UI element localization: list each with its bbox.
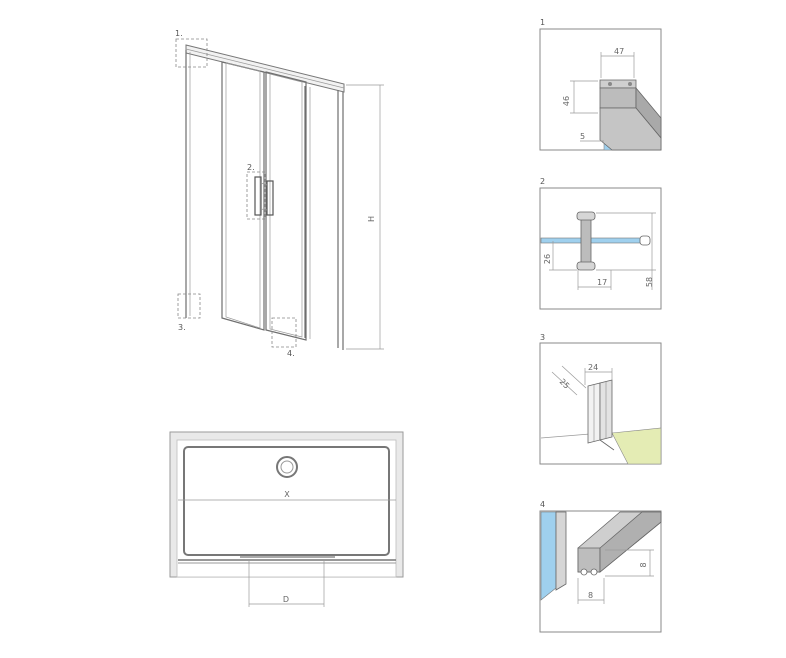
height-label: H	[367, 216, 376, 222]
detail-2-width-dim: 17	[597, 278, 607, 287]
detail-1-label: 1	[540, 18, 545, 27]
detail-2-label: 2	[540, 177, 545, 186]
callout-box-3	[177, 293, 201, 319]
glass-section	[540, 511, 557, 601]
detail-2-panel: 2 58 26 17	[539, 177, 662, 310]
callout-label-4: 4.	[287, 349, 295, 358]
shower-tray-surface	[611, 427, 662, 465]
detail-2-depth-dim: 26	[543, 254, 552, 264]
left-sliding-panel	[221, 61, 265, 331]
detail-1-thickness-dim: 5	[580, 132, 585, 141]
detail-4-width-dim: 8	[588, 591, 593, 600]
glass-section	[540, 237, 643, 244]
detail-1-panel: 1 47 46 5	[539, 18, 662, 151]
door-perspective-view: H 1. 2. 3. 4.	[175, 29, 384, 358]
callout-label-1: 1.	[175, 29, 183, 38]
plan-view: X D	[169, 431, 404, 607]
detail-1-height-dim: 46	[562, 96, 571, 106]
handle-left	[254, 176, 262, 216]
detail-1-width-dim: 47	[614, 47, 624, 56]
callout-box-2	[246, 171, 266, 220]
shower-tray-outline	[183, 446, 390, 556]
detail-3-label: 3	[540, 333, 545, 342]
detail-2-total-dim: 58	[645, 277, 654, 287]
detail-4-panel: 4 8 8	[539, 500, 662, 633]
handle-bar	[580, 217, 592, 265]
opening-label: D	[283, 595, 289, 604]
callout-box-4	[271, 317, 297, 348]
callout-label-2: 2.	[247, 163, 255, 172]
detail-3-width-dim: 24	[588, 363, 598, 372]
handle-right	[266, 180, 274, 216]
detail-4-label: 4	[540, 500, 545, 509]
detail-4-height-dim: 8	[639, 562, 648, 567]
detail-3-panel: 3 24 25	[539, 333, 662, 465]
callout-label-3: 3.	[178, 323, 186, 332]
right-sliding-panel	[265, 71, 307, 341]
width-label: X	[284, 490, 290, 499]
callout-box-1	[175, 38, 208, 68]
